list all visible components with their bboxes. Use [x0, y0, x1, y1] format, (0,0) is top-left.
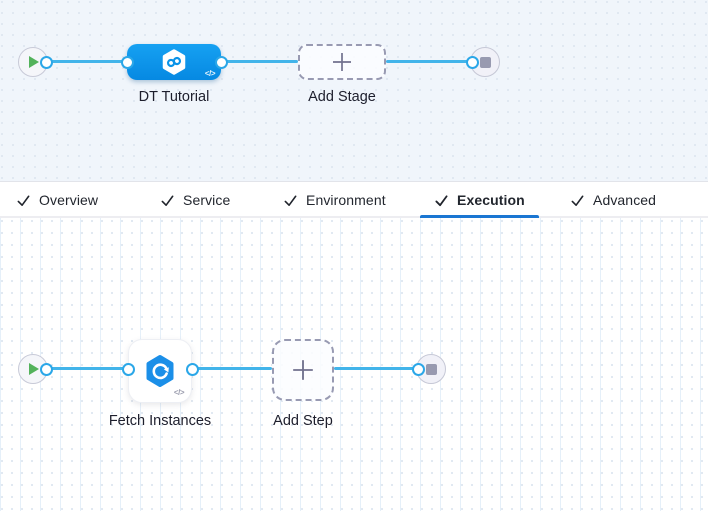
connector-port[interactable] [412, 363, 425, 376]
play-icon [28, 363, 39, 375]
stage-config-tabbar: Overview Service Environment Execution A… [0, 181, 708, 218]
edge-stage-to-addstage [221, 60, 298, 63]
step-label: Fetch Instances [108, 413, 212, 429]
stop-icon [425, 363, 437, 375]
check-icon [284, 194, 297, 206]
play-icon [28, 56, 39, 68]
tab-service[interactable]: Service [146, 182, 244, 218]
connector-port[interactable] [122, 363, 135, 376]
edge-start-to-step [46, 367, 128, 370]
stop-icon [479, 56, 491, 68]
check-icon [435, 194, 448, 206]
code-view-icon[interactable]: </> [173, 388, 185, 397]
check-icon [571, 194, 584, 206]
tab-environment[interactable]: Environment [269, 182, 400, 218]
connector-port[interactable] [466, 56, 479, 69]
tab-advanced[interactable]: Advanced [556, 182, 670, 218]
stage-label: DT Tutorial [138, 89, 210, 105]
stage-node-dt-tutorial[interactable]: </> [127, 44, 221, 80]
tab-execution[interactable]: Execution [420, 182, 539, 218]
execution-start-node [18, 354, 48, 384]
edge-step-to-addstep [192, 367, 272, 370]
edge-addstep-to-end [334, 367, 418, 370]
connector-port[interactable] [215, 56, 228, 69]
fetch-instances-step-icon [146, 355, 174, 387]
stage-graph-canvas[interactable]: </> DT Tutorial Add Stage [0, 0, 708, 181]
connector-port[interactable] [40, 363, 53, 376]
add-step-button[interactable] [272, 339, 334, 401]
connector-port[interactable] [186, 363, 199, 376]
check-icon [161, 194, 174, 206]
infinity-hexagon-icon [162, 49, 186, 75]
execution-graph-canvas[interactable]: </> Fetch Instances Add Step [0, 218, 708, 511]
edge-start-to-stage [46, 60, 128, 63]
code-view-icon[interactable]: </> [204, 69, 216, 78]
connector-port[interactable] [40, 56, 53, 69]
tab-overview[interactable]: Overview [2, 182, 112, 218]
add-step-label: Add Step [273, 413, 333, 429]
plus-icon [293, 360, 313, 380]
edge-addstage-to-end [386, 60, 472, 63]
plus-icon [333, 53, 351, 71]
add-stage-label: Add Stage [308, 89, 376, 105]
add-stage-button[interactable] [298, 44, 386, 80]
step-node-fetch-instances[interactable]: </> [128, 339, 192, 403]
check-icon [17, 194, 30, 206]
connector-port[interactable] [121, 56, 134, 69]
